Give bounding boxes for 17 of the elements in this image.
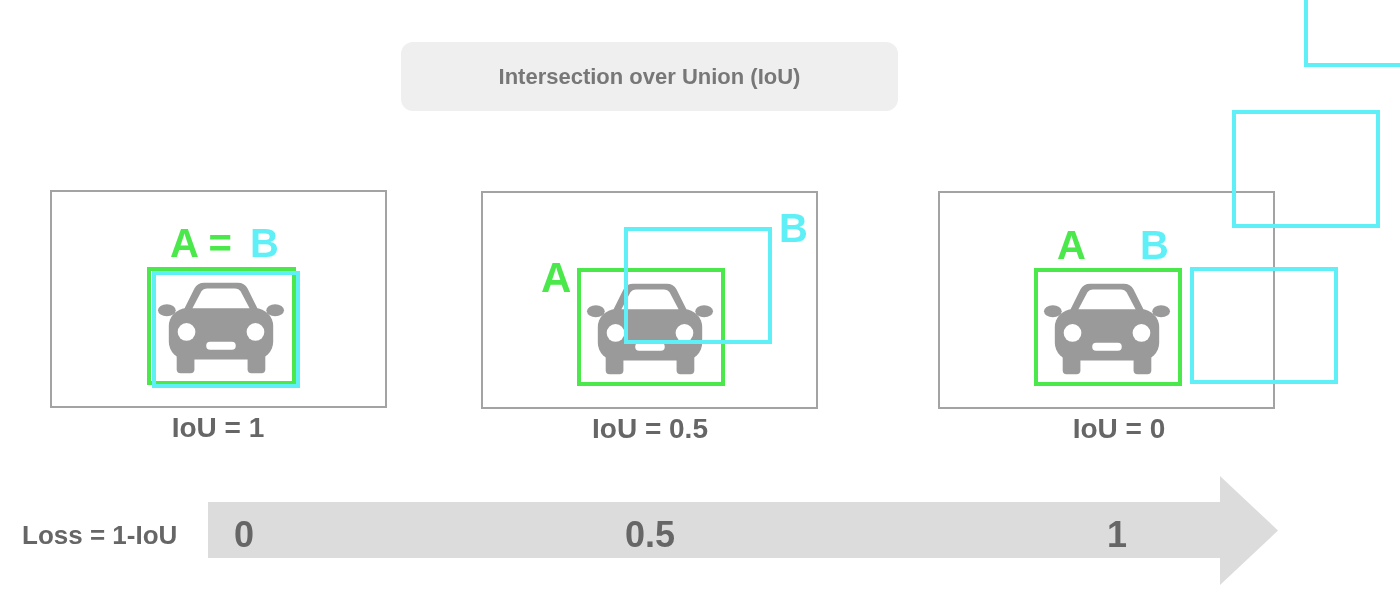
scale-value: 1 bbox=[1107, 517, 1127, 553]
box-label: B bbox=[779, 208, 808, 248]
iou-caption: IoU = 1 bbox=[171, 414, 265, 442]
box-label: B bbox=[1140, 225, 1169, 265]
bounding-box bbox=[1190, 267, 1338, 384]
formula-label: Loss = 1-IoU bbox=[22, 522, 178, 548]
iou-caption: IoU = 0.5 bbox=[592, 415, 708, 443]
bounding-box bbox=[1232, 110, 1380, 228]
box-label: A = bbox=[170, 223, 232, 263]
scale-value: 0 bbox=[234, 517, 254, 553]
box-label: A bbox=[1057, 225, 1086, 265]
bounding-box bbox=[1304, 0, 1400, 67]
scale-value: 0.5 bbox=[625, 517, 675, 553]
box-label: B bbox=[250, 223, 279, 263]
iou-caption: IoU = 0 bbox=[1072, 415, 1166, 443]
box-label: A bbox=[541, 257, 572, 299]
title: Intersection over Union (IoU) bbox=[401, 42, 898, 111]
